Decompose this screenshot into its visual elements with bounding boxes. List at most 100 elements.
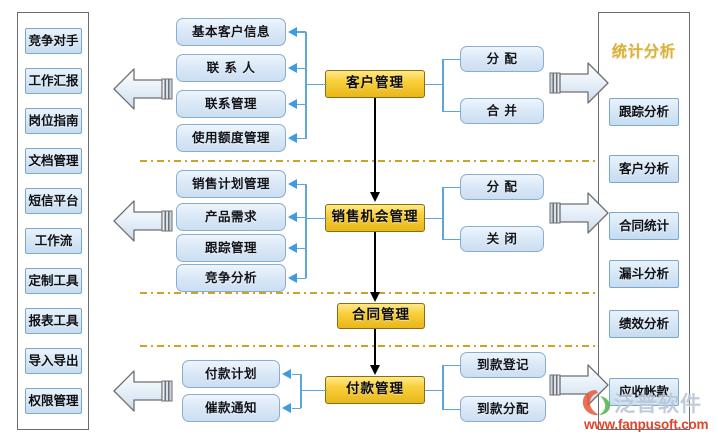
right-item-label: 合同统计 bbox=[618, 217, 669, 233]
connector bbox=[300, 374, 302, 408]
arrowhead-left-icon bbox=[282, 369, 291, 379]
process-label: 付款管理 bbox=[346, 381, 404, 398]
connector bbox=[296, 67, 306, 70]
opportunity-right-item-0[interactable]: 分 配 bbox=[460, 174, 544, 200]
block-arrow-right-payment-icon bbox=[548, 362, 610, 408]
connector bbox=[305, 217, 327, 220]
connector bbox=[296, 137, 306, 140]
item-label: 联 系 人 bbox=[206, 59, 256, 75]
connector bbox=[296, 183, 306, 186]
left-item-label: 工作汇报 bbox=[28, 72, 79, 88]
left-item-7[interactable]: 报表工具 bbox=[25, 308, 82, 334]
left-item-6[interactable]: 定制工具 bbox=[25, 268, 82, 294]
connector bbox=[442, 408, 461, 411]
item-label: 基本客户信息 bbox=[191, 23, 270, 39]
right-item-3[interactable]: 漏斗分析 bbox=[609, 260, 679, 288]
process-label: 合同管理 bbox=[352, 307, 410, 324]
left-item-9[interactable]: 权限管理 bbox=[25, 388, 82, 414]
payment-left-item-1[interactable]: 催款通知 bbox=[182, 394, 280, 422]
section-separator-3 bbox=[140, 345, 598, 347]
connector bbox=[305, 32, 307, 139]
process-label: 销售机会管理 bbox=[331, 209, 419, 226]
left-item-8[interactable]: 导入导出 bbox=[25, 348, 82, 374]
left-item-2[interactable]: 岗位指南 bbox=[25, 108, 82, 134]
arrowhead-left-icon bbox=[282, 403, 291, 413]
connector bbox=[442, 364, 461, 367]
payment-left-item-0[interactable]: 付款计划 bbox=[182, 360, 280, 388]
connector bbox=[305, 184, 307, 278]
customer-right-item-1[interactable]: 合 并 bbox=[460, 98, 544, 124]
connector bbox=[296, 31, 306, 33]
process-opportunity-management[interactable]: 销售机会管理 bbox=[325, 204, 425, 232]
connector bbox=[442, 365, 444, 409]
arrowhead-left-icon bbox=[288, 243, 297, 253]
opportunity-right-item-1[interactable]: 关 闭 bbox=[460, 226, 544, 252]
customer-left-item-3[interactable]: 使用额度管理 bbox=[176, 124, 286, 152]
process-contract-management[interactable]: 合同管理 bbox=[337, 303, 425, 329]
item-label: 关 闭 bbox=[486, 230, 518, 246]
process-customer-management[interactable]: 客户管理 bbox=[325, 70, 425, 98]
item-label: 产品需求 bbox=[204, 208, 257, 224]
left-item-1[interactable]: 工作汇报 bbox=[25, 68, 82, 94]
arrowhead-left-icon bbox=[288, 63, 297, 73]
customer-left-item-0[interactable]: 基本客户信息 bbox=[176, 18, 286, 46]
right-item-0[interactable]: 跟踪分析 bbox=[609, 98, 679, 126]
left-item-label: 导入导出 bbox=[28, 352, 79, 368]
right-item-1[interactable]: 客户分析 bbox=[609, 155, 679, 183]
block-arrow-left-opportunity-icon bbox=[112, 198, 174, 244]
right-item-2[interactable]: 合同统计 bbox=[609, 212, 679, 240]
item-label: 合 并 bbox=[486, 102, 518, 118]
opportunity-left-item-1[interactable]: 产品需求 bbox=[176, 203, 286, 231]
customer-left-item-1[interactable]: 联 系 人 bbox=[176, 54, 286, 82]
right-item-label: 应收帐款 bbox=[618, 383, 669, 399]
right-item-label: 绩效分析 bbox=[618, 315, 669, 331]
left-item-label: 竞争对手 bbox=[28, 32, 79, 48]
item-label: 跟踪管理 bbox=[204, 239, 257, 255]
left-item-label: 文档管理 bbox=[28, 152, 79, 168]
right-item-label: 跟踪分析 bbox=[618, 103, 669, 119]
customer-left-item-2[interactable]: 联系管理 bbox=[176, 90, 286, 118]
item-label: 催款通知 bbox=[204, 399, 257, 415]
connector bbox=[425, 83, 443, 86]
arrowhead-left-icon bbox=[288, 26, 297, 37]
opportunity-left-item-3[interactable]: 竞争分析 bbox=[176, 264, 286, 292]
opportunity-left-item-2[interactable]: 跟踪管理 bbox=[176, 234, 286, 262]
item-label: 使用额度管理 bbox=[191, 129, 270, 145]
item-label: 到款分配 bbox=[476, 400, 529, 416]
connector bbox=[442, 59, 444, 111]
left-item-label: 短信平台 bbox=[28, 192, 79, 208]
item-label: 竞争分析 bbox=[204, 269, 257, 285]
left-item-4[interactable]: 短信平台 bbox=[25, 188, 82, 214]
right-item-4[interactable]: 绩效分析 bbox=[609, 310, 679, 338]
flow-arrow-shaft bbox=[374, 232, 376, 292]
payment-right-item-0[interactable]: 到款登记 bbox=[460, 352, 546, 378]
connector bbox=[296, 216, 306, 219]
flow-arrow-shaft bbox=[374, 329, 376, 365]
item-label: 联系管理 bbox=[204, 95, 257, 111]
right-item-5[interactable]: 应收帐款 bbox=[609, 378, 679, 406]
block-arrow-right-customer-icon bbox=[548, 60, 610, 106]
connector bbox=[296, 247, 306, 250]
arrowhead-left-icon bbox=[288, 179, 297, 189]
connector bbox=[425, 389, 443, 392]
connector bbox=[292, 373, 301, 376]
payment-right-item-1[interactable]: 到款分配 bbox=[460, 396, 546, 422]
customer-right-item-0[interactable]: 分 配 bbox=[460, 46, 544, 72]
left-item-0[interactable]: 竞争对手 bbox=[25, 28, 82, 54]
section-separator-2 bbox=[140, 292, 598, 294]
flow-arrow-shaft bbox=[374, 98, 376, 192]
item-label: 分 配 bbox=[486, 50, 518, 66]
connector bbox=[300, 389, 327, 392]
block-arrow-left-customer-icon bbox=[112, 66, 174, 112]
connector bbox=[442, 110, 461, 113]
process-payment-management[interactable]: 付款管理 bbox=[325, 376, 425, 404]
left-item-5[interactable]: 工作流 bbox=[25, 228, 82, 254]
right-item-label: 客户分析 bbox=[618, 160, 669, 176]
item-label: 销售计划管理 bbox=[191, 175, 270, 191]
opportunity-left-item-0[interactable]: 销售计划管理 bbox=[176, 170, 286, 198]
left-item-3[interactable]: 文档管理 bbox=[25, 148, 82, 174]
right-panel-title: 统计分析 bbox=[611, 42, 676, 60]
connector bbox=[442, 187, 444, 239]
connector bbox=[425, 217, 443, 220]
